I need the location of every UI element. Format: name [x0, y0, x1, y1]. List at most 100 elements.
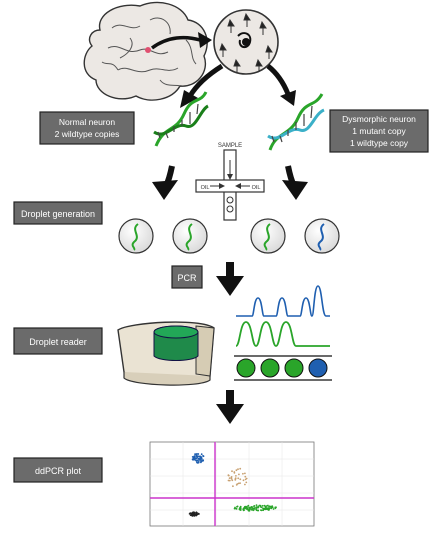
droplet-point	[238, 473, 240, 476]
droplet-point	[260, 509, 263, 512]
droplet-point	[193, 455, 196, 458]
droplet-point	[244, 475, 247, 478]
droplet-point	[270, 507, 273, 510]
droplet-point	[197, 457, 200, 460]
brain-to-cell-arrow	[150, 32, 212, 50]
droplet-point	[195, 511, 198, 514]
droplet-point	[239, 482, 242, 484]
droplet-point	[199, 457, 202, 460]
ddpcr-scatter-plot	[149, 441, 315, 527]
dna-helix-icon	[267, 93, 325, 151]
dysmorphic-mutant-copy: 1 mutant copy	[352, 126, 406, 136]
droplet-icon	[172, 218, 208, 254]
droplet-point	[234, 478, 237, 480]
droplet-point	[257, 505, 260, 508]
droplet-point	[261, 504, 264, 507]
droplet-point	[264, 508, 267, 510]
droplet-point	[189, 512, 192, 514]
brain-icon	[83, 1, 208, 101]
droplet-point	[262, 508, 265, 511]
droplet-point	[195, 513, 197, 516]
droplet-point	[243, 509, 246, 511]
droplet-point	[266, 505, 268, 507]
dysmorphic-wildtype-copy: 1 wildtype copy	[350, 138, 409, 148]
droplet-point	[242, 507, 245, 510]
droplet-point	[202, 455, 204, 457]
droplet-point	[194, 453, 196, 455]
pcr-label: PCR	[177, 273, 197, 283]
down-arrow-icon	[152, 165, 178, 200]
cell-to-dysmorphic-arrow	[266, 64, 296, 106]
droplet-point	[200, 453, 203, 456]
droplet-point	[266, 508, 269, 511]
droplet-point	[244, 478, 247, 481]
normal-neuron-box: Normal neuron 2 wildtype copies	[39, 111, 135, 145]
ddpcr-plot-box: ddPCR plot	[13, 457, 103, 483]
droplet-point	[233, 472, 236, 474]
droplet-point	[231, 470, 233, 473]
dysmorphic-neuron-title: Dysmorphic neuron	[342, 114, 416, 124]
droplet-icon	[304, 218, 340, 254]
droplet-point	[272, 508, 275, 510]
droplet-point	[255, 506, 258, 508]
droplet-point	[245, 508, 248, 510]
dysmorphic-neuron-box: Dysmorphic neuron 1 mutant copy 1 wildty…	[329, 109, 429, 153]
droplet-point	[196, 456, 199, 459]
neuron-cell-icon	[213, 9, 279, 75]
droplet-point	[238, 508, 241, 510]
droplet-point	[235, 507, 238, 510]
chip-sample-label: SAMPLE	[218, 143, 242, 149]
droplet-point	[244, 472, 246, 475]
droplet-point	[252, 509, 255, 512]
droplet-point	[200, 460, 203, 463]
droplet-point	[245, 481, 248, 484]
droplet-point	[239, 467, 242, 470]
down-arrow-icon	[282, 165, 308, 200]
droplet-point	[197, 461, 200, 464]
droplet-point	[264, 505, 267, 508]
droplet-generation-label: Droplet generation	[21, 209, 95, 219]
droplet-point	[236, 483, 239, 485]
dna-helix-icon	[153, 91, 209, 147]
droplet-point	[195, 459, 198, 462]
droplet-point	[239, 505, 242, 508]
wildtype-cluster	[233, 504, 277, 512]
droplet-point	[258, 504, 261, 507]
droplet-point	[244, 505, 247, 508]
empty-droplet-cluster	[188, 511, 200, 517]
droplet-point	[193, 513, 196, 515]
droplet-point	[234, 506, 236, 509]
droplet-point	[193, 458, 196, 460]
droplet-point	[247, 504, 250, 507]
droplet-point	[191, 512, 194, 514]
pcr-box: PCR	[171, 265, 203, 289]
droplet-reader-box: Droplet reader	[13, 327, 103, 355]
droplet-reader-label: Droplet reader	[29, 337, 87, 347]
droplet-point	[198, 455, 201, 458]
droplet-point	[197, 455, 199, 458]
droplet-point	[244, 507, 247, 510]
droplet-point	[253, 507, 256, 509]
droplet-icon	[250, 218, 286, 254]
droplet-icon	[118, 218, 154, 254]
droplet-point	[246, 505, 248, 508]
droplet-point	[257, 509, 260, 512]
droplet-point	[255, 509, 258, 512]
droplet-point	[199, 458, 201, 461]
droplet-point	[248, 506, 251, 509]
droplet-point	[232, 485, 234, 488]
droplet-point	[237, 477, 240, 480]
droplet-point	[239, 478, 242, 481]
droplet-point	[235, 475, 237, 477]
droplet-point	[227, 474, 230, 477]
normal-neuron-title: Normal neuron	[59, 117, 115, 127]
ddpcr-plot-label: ddPCR plot	[35, 466, 82, 476]
droplet-point	[235, 469, 238, 472]
droplet-point	[231, 479, 234, 482]
droplet-point	[242, 479, 245, 482]
droplet-point	[242, 472, 244, 475]
down-arrow-icon	[216, 390, 244, 424]
fluorescence-traces	[234, 285, 332, 381]
